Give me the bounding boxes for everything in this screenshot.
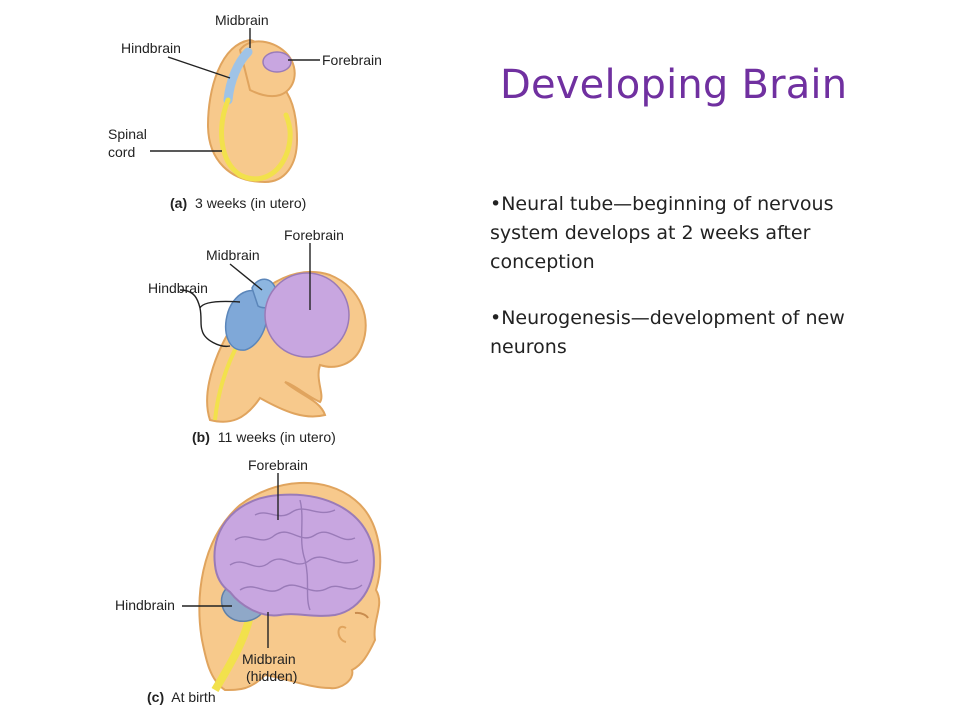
infant-eye bbox=[354, 611, 369, 619]
panel-b-hindbrain-label: Hindbrain bbox=[148, 280, 208, 296]
panel-c-midbrain-label-2: (hidden) bbox=[246, 668, 297, 684]
panel-b-midbrain-label: Midbrain bbox=[206, 247, 260, 263]
panel-a: Midbrain Hindbrain Forebrain Spinal cord… bbox=[108, 12, 382, 211]
bullet-neurogenesis: •Neurogenesis—development of new neurons bbox=[490, 307, 845, 358]
panel-a-hindbrain-tube bbox=[223, 47, 253, 105]
panel-c-forebrain-label: Forebrain bbox=[248, 457, 308, 473]
panel-b-forebrain bbox=[264, 272, 350, 358]
panel-b-caption-text: 11 weeks (in utero) bbox=[218, 429, 336, 445]
panel-a-forebrain-label: Forebrain bbox=[322, 52, 382, 68]
panel-b-midbrain-leader bbox=[229, 263, 263, 291]
panel-b-hindbrain-bracket bbox=[179, 289, 241, 347]
slide-title: Developing Brain bbox=[500, 62, 848, 108]
panel-c-gyri bbox=[229, 499, 363, 611]
panel-c-caption-text: At birth bbox=[171, 689, 215, 705]
panel-a-spinal-label-2: cord bbox=[108, 144, 135, 160]
panel-a-forebrain-vesicle bbox=[262, 51, 292, 73]
panel-a-caption-text: 3 weeks (in utero) bbox=[195, 195, 306, 211]
panel-c-caption: (c) At birth bbox=[147, 689, 216, 705]
panel-c-caption-letter: (c) bbox=[147, 689, 164, 705]
brain-development-figure: Midbrain Hindbrain Forebrain Spinal cord… bbox=[108, 12, 382, 705]
panel-a-hindbrain-leader bbox=[167, 56, 231, 79]
panel-a-caption: (a) 3 weeks (in utero) bbox=[170, 195, 306, 211]
panel-c-spinal-cord bbox=[211, 614, 254, 693]
panel-b-hindbrain bbox=[224, 289, 269, 351]
panel-a-spinal-label-1: Spinal bbox=[108, 126, 147, 142]
panel-c-hindbrain-label: Hindbrain bbox=[115, 597, 175, 613]
bullet-list: •Neural tube—beginning of nervous system… bbox=[490, 190, 890, 389]
bullet-neural-tube: •Neural tube—beginning of nervous system… bbox=[490, 193, 834, 273]
panel-c-midbrain-label-1: Midbrain bbox=[242, 651, 296, 667]
panel-b-caption: (b) 11 weeks (in utero) bbox=[192, 429, 336, 445]
panel-a-hindbrain-label: Hindbrain bbox=[121, 40, 181, 56]
panel-a-spinal-cord bbox=[219, 97, 293, 182]
panel-a-midbrain-label: Midbrain bbox=[215, 12, 269, 28]
panel-c: Forebrain Hindbrain Midbrain (hidden) (c… bbox=[115, 457, 382, 705]
infant-ear bbox=[337, 625, 347, 643]
panel-b: Forebrain Midbrain Hindbrain (b) 11 week… bbox=[148, 227, 367, 445]
panel-b-caption-letter: (b) bbox=[192, 429, 210, 445]
panel-b-forebrain-label: Forebrain bbox=[284, 227, 344, 243]
panel-a-caption-letter: (a) bbox=[170, 195, 187, 211]
panel-c-forebrain bbox=[213, 493, 375, 617]
